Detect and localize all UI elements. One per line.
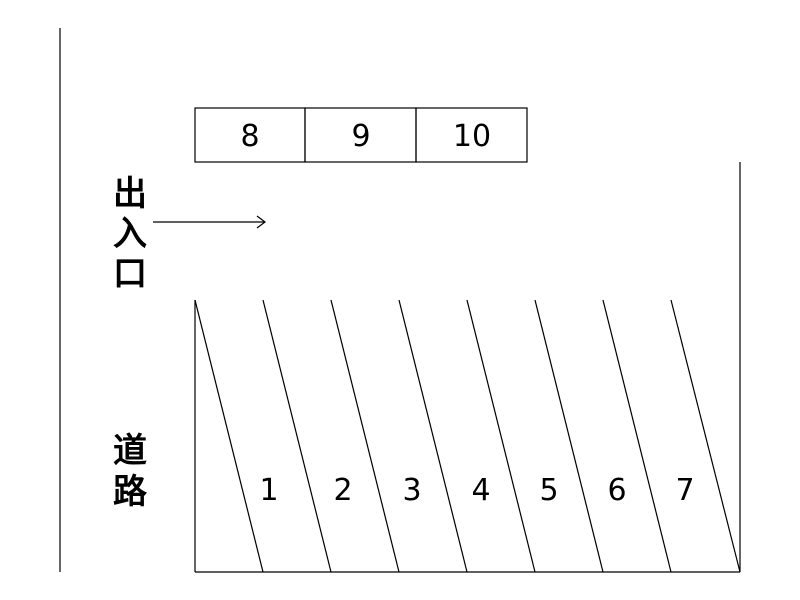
space-number-1: 1 [259,473,278,508]
angled-divider-3 [330,299,400,573]
parking-space-10 [415,107,528,163]
space-number-7: 7 [675,473,694,508]
space-number-10: 10 [453,119,491,154]
angled-space-numbers: 1 2 3 4 5 6 7 [259,473,694,508]
angled-divider-4 [398,299,468,573]
entrance-label-char-1: 出 [113,174,147,214]
angled-divider-8 [670,299,741,573]
top-spaces-row: 8 9 10 [194,107,528,163]
road-marker: 道 路 [113,431,148,512]
road-label-char-1: 道 [113,431,147,471]
entrance-marker: 出 入 口 [113,174,266,294]
angled-divider-5 [466,299,536,573]
angled-divider-7 [602,299,672,573]
angled-divider-1 [194,299,264,573]
space-number-6: 6 [607,473,626,508]
space-number-2: 2 [333,473,352,508]
angled-divider-2 [262,299,332,573]
space-number-3: 3 [402,473,421,508]
entrance-arrow-head [256,215,266,229]
road-label-char-2: 路 [113,472,148,512]
entrance-label-char-2: 入 [113,214,147,254]
angled-divider-6 [534,299,604,573]
entrance-label-char-3: 口 [113,254,147,294]
angled-dividers [194,299,741,573]
space-number-8: 8 [240,119,259,154]
space-number-9: 9 [351,119,370,154]
space-number-5: 5 [539,473,558,508]
space-number-4: 4 [471,473,490,508]
